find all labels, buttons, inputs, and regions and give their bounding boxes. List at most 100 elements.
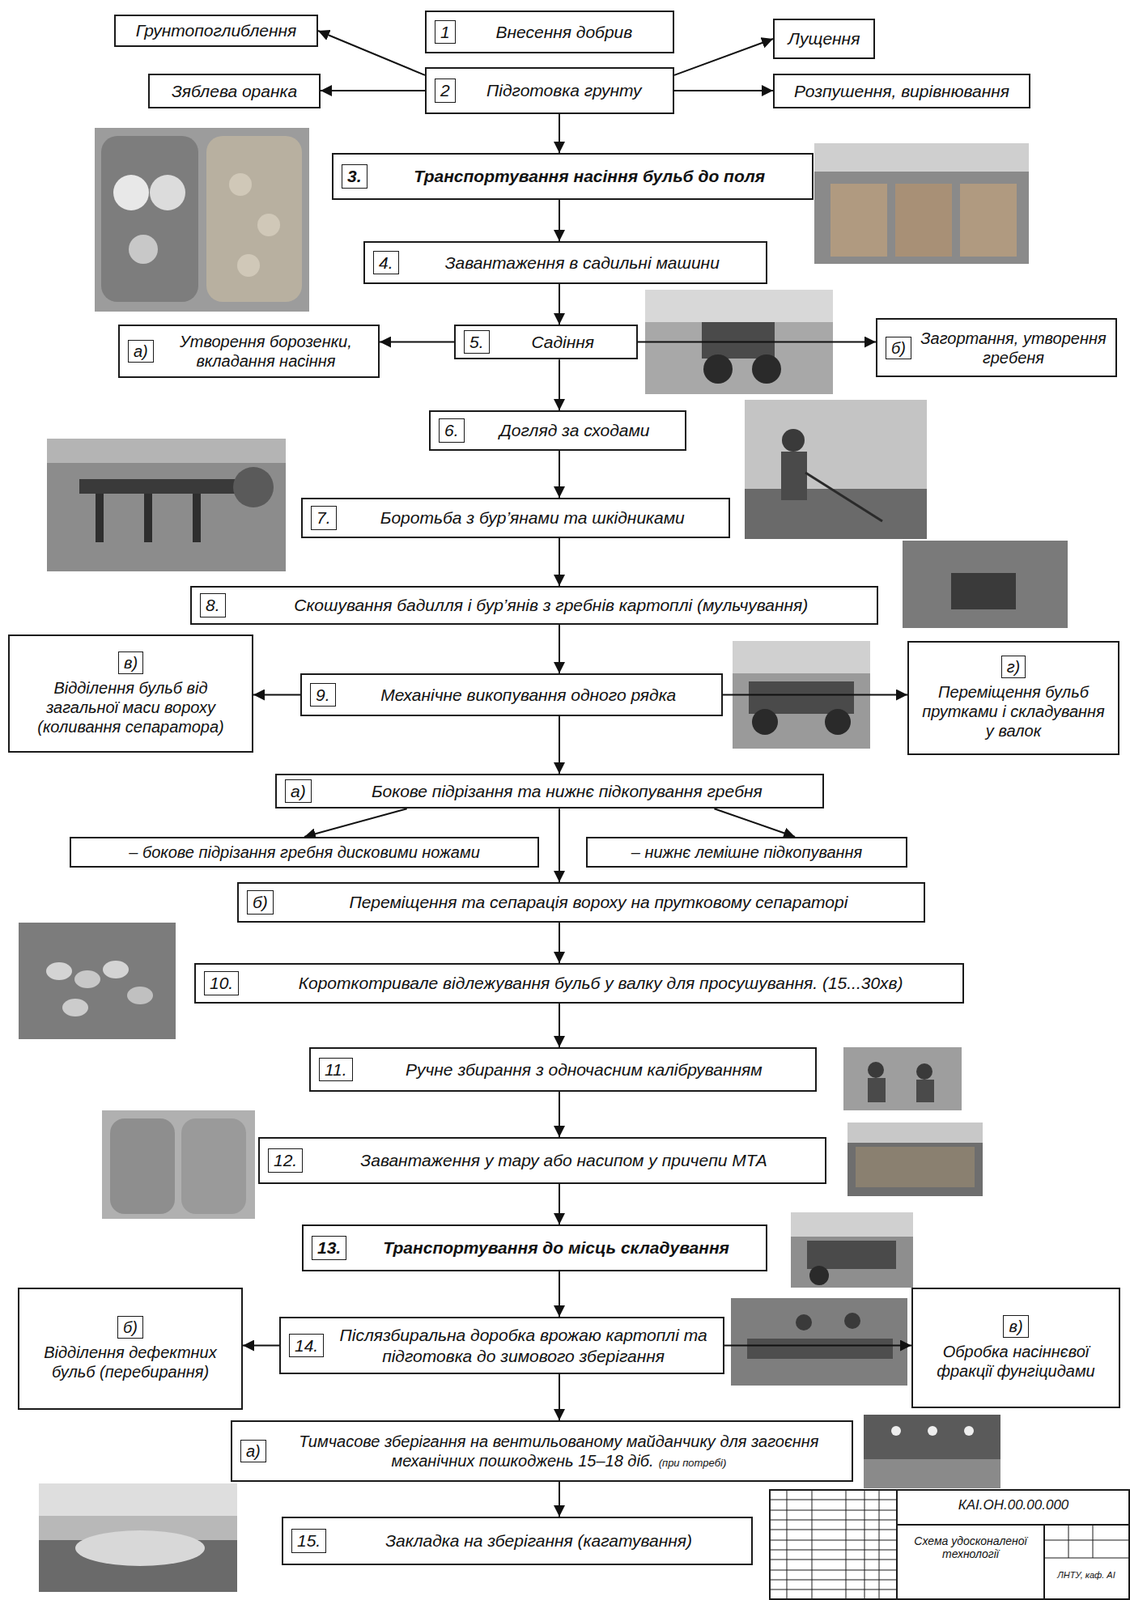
photo bbox=[843, 1047, 962, 1111]
arrow-connector bbox=[558, 284, 561, 325]
step-text: Утворення борозенки, вкладання насіння bbox=[179, 332, 353, 370]
arrow-connector bbox=[558, 1091, 561, 1138]
arrow-connector bbox=[637, 341, 876, 344]
title-block-grid bbox=[769, 1490, 1130, 1600]
photo bbox=[46, 438, 286, 572]
step-text: Бокове підрізання та нижнє підкопування … bbox=[371, 781, 763, 801]
step-number: а) bbox=[127, 339, 154, 363]
step-text: (при потребі) bbox=[658, 1457, 727, 1470]
process-box: б) Загортання, утворення гребеня bbox=[875, 318, 1118, 378]
step-text: Відділення бульб від загальної маси воро… bbox=[37, 679, 225, 736]
process-box: а) Бокове підрізання та нижнє підкопуванн… bbox=[275, 773, 825, 809]
step-number: 14. bbox=[288, 1333, 324, 1358]
step-number: 10. bbox=[203, 971, 239, 995]
process-box: 11. Ручне збирання з одночасним калібрува… bbox=[309, 1047, 817, 1092]
step-text: – нижнє лемішне підкопування bbox=[631, 843, 863, 862]
step-text: Завантаження в садильні машини bbox=[445, 253, 720, 272]
arrow-connector bbox=[558, 1184, 561, 1225]
process-box: Лущення bbox=[773, 18, 876, 60]
arrow-connector bbox=[558, 1271, 561, 1317]
step-text: Тимчасове зберігання на вентильованому м… bbox=[298, 1432, 819, 1470]
step-number: 7. bbox=[310, 505, 337, 530]
step-number: б) bbox=[885, 336, 912, 360]
arrow-connector bbox=[320, 89, 425, 92]
process-box: – нижнє лемішне підкопування bbox=[586, 836, 908, 868]
step-number: в) bbox=[118, 651, 144, 675]
step-text: Садіння bbox=[531, 332, 595, 352]
process-box: 7.Боротьба з бур’янами та шкідниками bbox=[301, 497, 731, 539]
arrow-connector bbox=[558, 1482, 561, 1517]
step-text: Завантаження у тару або насипом у причеп… bbox=[360, 1151, 768, 1170]
process-box: 10. Короткотривале відлежування бульб у в… bbox=[194, 963, 965, 1004]
process-box: б)Відділення дефектних бульб (перебиранн… bbox=[17, 1287, 243, 1411]
process-box: в) Відділення бульб від загальної маси во… bbox=[8, 634, 254, 753]
arrow-connector bbox=[558, 450, 561, 498]
step-number: 1 bbox=[434, 20, 456, 44]
step-number: 15. bbox=[291, 1529, 327, 1553]
process-box: Зяблева оранка bbox=[148, 73, 321, 109]
title-block-text: Схема удосконаленої технології bbox=[900, 1534, 1041, 1561]
process-box: 2Підготовка грунту bbox=[424, 67, 675, 115]
process-box: 12. Завантаження у тару або насипом у при… bbox=[258, 1137, 827, 1185]
step-number: 3. bbox=[341, 164, 368, 188]
step-text: Транспортування до місць складування bbox=[382, 1238, 730, 1258]
step-text: Механічне викопування одного рядка bbox=[380, 685, 676, 705]
step-number: в) bbox=[1002, 1315, 1029, 1339]
process-box: 15. Закладка на зберігання (кагатування) bbox=[281, 1516, 753, 1566]
process-box: 3. Транспортування насіння бульб до поля bbox=[331, 152, 814, 200]
step-text: Переміщення бульб прутками і складування… bbox=[921, 683, 1105, 740]
step-number: 13. bbox=[311, 1236, 347, 1260]
process-box: 14. Післязбиральна доробка врожаю картопл… bbox=[279, 1316, 725, 1375]
step-text: Переміщення та сепарація вороху на прутк… bbox=[348, 892, 848, 912]
arrow-connector bbox=[558, 199, 561, 242]
arrow-connector bbox=[558, 359, 561, 411]
step-text: Транспортування насіння бульб до поля bbox=[413, 166, 765, 186]
step-number: а) bbox=[284, 779, 312, 803]
process-box: б) Переміщення та сепарація вороху на пру… bbox=[237, 882, 926, 923]
step-text: Післязбиральна доробка врожаю картоплі т… bbox=[339, 1325, 708, 1365]
arrow-connector bbox=[722, 694, 908, 697]
photo bbox=[814, 143, 1029, 264]
step-number: 12. bbox=[267, 1148, 303, 1173]
step-number: 6. bbox=[438, 418, 465, 442]
step-number: 11. bbox=[318, 1057, 353, 1082]
step-text: Короткотривале відлежування бульб у валк… bbox=[298, 973, 904, 993]
step-text: – бокове підрізання гребня дисковими нож… bbox=[128, 843, 481, 862]
process-box: а) Утворення борозенки, вкладання насіння bbox=[118, 324, 380, 379]
title-block-text: ЛНТУ, каф. АІ bbox=[1047, 1570, 1126, 1581]
process-box: 8.Скошування бадилля і бур’янів з гребні… bbox=[190, 586, 879, 625]
process-box: 13. Транспортування до місць складування bbox=[301, 1224, 768, 1272]
process-box: 5. Садіння bbox=[454, 324, 638, 360]
photo bbox=[38, 1483, 238, 1593]
process-box: 6.Догляд за сходами bbox=[429, 410, 687, 451]
step-text: Закладка на зберігання (кагатування) bbox=[385, 1531, 693, 1551]
photo bbox=[18, 922, 176, 1040]
process-box: в) Обробка насіннєвої фракції фунгіцидами bbox=[911, 1287, 1121, 1409]
step-text: Відділення дефектних бульб (перебирання) bbox=[43, 1343, 217, 1381]
step-number: б) bbox=[246, 890, 274, 914]
step-text: Внесення добрив bbox=[495, 22, 633, 42]
process-box: а)Тимчасове зберігання на вентильованому… bbox=[230, 1420, 854, 1483]
process-box: 1 Внесення добрив bbox=[424, 10, 675, 54]
step-number: 2 bbox=[434, 78, 456, 102]
arrow-connector bbox=[724, 1345, 912, 1347]
arrow-connector bbox=[558, 624, 561, 674]
photo bbox=[902, 540, 1068, 629]
step-number: г) bbox=[1001, 655, 1027, 679]
photo bbox=[744, 399, 927, 540]
arrow-connector bbox=[253, 694, 301, 697]
step-text: Ручне збирання з одночасним калібрування… bbox=[405, 1060, 763, 1080]
step-number: 8. bbox=[199, 593, 226, 617]
step-text: Зяблева оранка bbox=[171, 81, 298, 101]
process-box: Грунтопоглиблення bbox=[114, 14, 319, 47]
step-text: Загортання, утворення гребеня bbox=[920, 329, 1106, 367]
arrow-connector bbox=[242, 1345, 280, 1347]
arrow-connector bbox=[558, 538, 561, 587]
step-number: 5. bbox=[463, 330, 490, 354]
arrow-connector bbox=[558, 922, 561, 964]
arrow-connector bbox=[713, 808, 795, 837]
step-text: Обробка насіннєвої фракції фунгіцидами bbox=[936, 1342, 1095, 1381]
photo bbox=[863, 1414, 1001, 1489]
arrow-connector bbox=[379, 341, 455, 344]
arrow-connector bbox=[558, 716, 561, 774]
